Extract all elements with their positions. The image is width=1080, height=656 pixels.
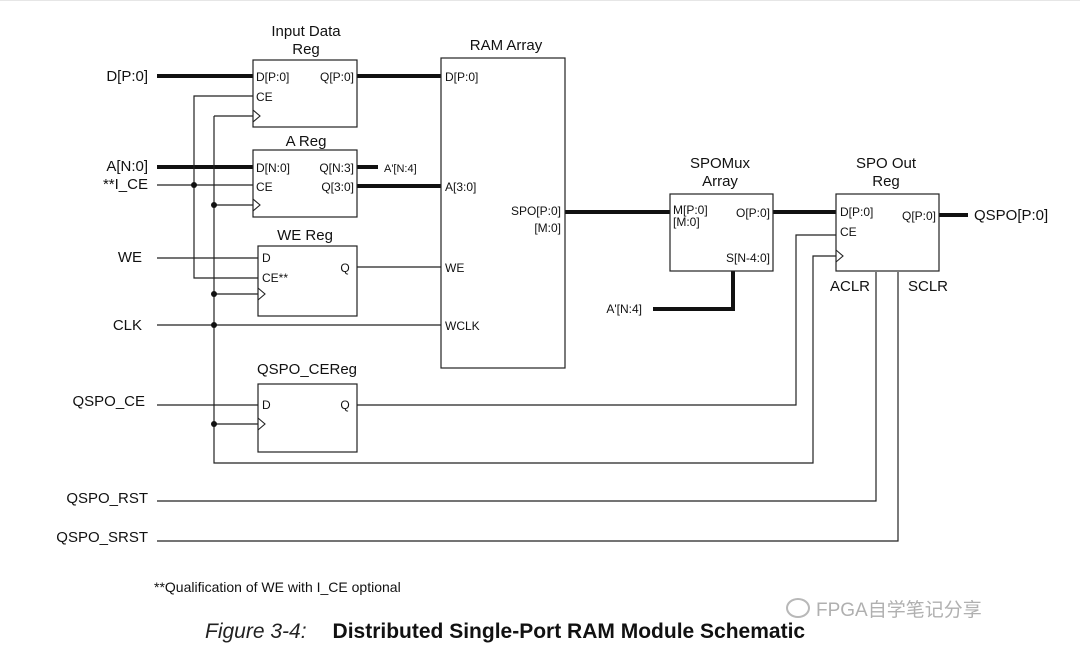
footnote: **Qualification of WE with I_CE optional xyxy=(154,579,401,595)
pin-q-hi: Q[N:3] xyxy=(319,161,354,175)
input-clk-label: CLK xyxy=(113,317,142,334)
input-ice-label: **I_CE xyxy=(103,176,148,193)
output-qspo-label: QSPO[P:0] xyxy=(974,207,1048,224)
junction-dots xyxy=(191,182,217,427)
pin-ce: CE xyxy=(256,180,273,194)
qspo-cereg-title: QSPO_CEReg xyxy=(257,361,357,378)
signal-wires xyxy=(157,95,899,542)
block-qspo-cereg: QSPO_CEReg D Q xyxy=(257,361,358,453)
pin-m: [M:0] xyxy=(534,221,561,235)
pin-q: Q[P:0] xyxy=(902,209,936,223)
block-spo-out-reg: SPO Out Reg D[P:0] Q[P:0] CE ACLR SCLR xyxy=(830,155,948,295)
input-data-reg-title-2: Reg xyxy=(292,41,320,58)
bus-a-prime-to-mux xyxy=(653,271,735,311)
wire-cereg-to-out-ce xyxy=(357,234,836,406)
pin-d: D[P:0] xyxy=(840,205,873,219)
pin-q: Q xyxy=(340,261,349,275)
junction-dot xyxy=(211,202,217,208)
pin-m1: M[P:0] xyxy=(673,203,708,217)
block-spomux-array: SPOMux Array M[P:0] [M:0] O[P:0] S[N-4:0… xyxy=(669,155,774,272)
pin-d: D xyxy=(262,251,271,265)
spomux-box xyxy=(669,193,774,272)
pin-q: Q[P:0] xyxy=(320,70,354,84)
pin-ce: CE xyxy=(256,90,273,104)
junction-dot xyxy=(211,291,217,297)
a-reg-title: A Reg xyxy=(286,133,327,150)
junction-dot xyxy=(211,421,217,427)
wire-qspo-srst xyxy=(157,272,899,542)
clock-triangle-icon xyxy=(252,109,261,123)
ram-array-title: RAM Array xyxy=(470,37,543,54)
a-prime-output-label: A'[N:4] xyxy=(384,163,417,175)
pin-d: D[P:0] xyxy=(445,70,478,84)
wire-qspo-rst xyxy=(157,272,877,502)
clock-triangle-icon xyxy=(257,287,266,301)
block-input-data-reg: Input Data Reg D[P:0] Q[P:0] CE xyxy=(252,23,358,128)
wechat-icon xyxy=(786,598,810,618)
spomux-title-1: SPOMux xyxy=(690,155,751,172)
figure-title: Distributed Single-Port RAM Module Schem… xyxy=(332,620,806,643)
signal-labels: D[P:0] A[N:0] **I_CE WE CLK QSPO_CE QSPO… xyxy=(56,68,1048,546)
pin-sclr: SCLR xyxy=(908,278,948,295)
bus-wires xyxy=(157,74,968,311)
pin-s: S[N-4:0] xyxy=(726,251,770,265)
input-qspo-srst-label: QSPO_SRST xyxy=(56,529,148,546)
clock-triangle-icon xyxy=(835,249,844,263)
pin-a: A[3:0] xyxy=(445,180,476,194)
we-reg-box xyxy=(257,245,358,317)
clock-triangle-icon xyxy=(252,198,261,212)
pin-ce: CE xyxy=(840,225,857,239)
input-d-label: D[P:0] xyxy=(106,68,148,85)
input-a-label: A[N:0] xyxy=(106,158,148,175)
figure-caption: Figure 3-4: Distributed Single-Port RAM M… xyxy=(205,620,805,644)
pin-wclk: WCLK xyxy=(445,319,480,333)
spo-out-reg-title-2: Reg xyxy=(872,173,900,190)
input-we-label: WE xyxy=(118,249,142,266)
pin-d: D[N:0] xyxy=(256,161,290,175)
qspo-cereg-box xyxy=(257,383,358,453)
block-ram-array: RAM Array D[P:0] A[3:0] SPO[P:0] [M:0] W… xyxy=(440,37,566,369)
junction-dot xyxy=(191,182,197,188)
pin-ce: CE** xyxy=(262,271,288,285)
junction-dot xyxy=(211,322,217,328)
spomux-title-2: Array xyxy=(702,173,738,190)
pin-m2: [M:0] xyxy=(673,215,700,229)
input-qspo-ce-label: QSPO_CE xyxy=(72,393,145,410)
pin-we: WE xyxy=(445,261,464,275)
input-data-reg-title-1: Input Data xyxy=(271,23,341,40)
a-prime-input-label: A'[N:4] xyxy=(606,302,642,316)
figure-number: Figure 3-4: xyxy=(205,620,307,643)
top-border-line xyxy=(0,0,1080,1)
spo-out-reg-box xyxy=(835,193,940,272)
wire-ice-to-input-ce xyxy=(193,95,253,185)
pin-spo: SPO[P:0] xyxy=(511,204,561,218)
pin-d: D xyxy=(262,398,271,412)
wire-clk-trunk xyxy=(213,116,836,464)
spo-out-reg-title-1: SPO Out xyxy=(856,155,917,172)
we-reg-title: WE Reg xyxy=(277,227,333,244)
watermark-text: FPGA自学笔记分享 xyxy=(816,600,982,621)
pin-o: O[P:0] xyxy=(736,206,770,220)
block-a-reg: A Reg D[N:0] Q[N:3] Q[3:0] CE A'[N:4] xyxy=(252,133,417,218)
input-qspo-rst-label: QSPO_RST xyxy=(66,490,148,507)
pin-d: D[P:0] xyxy=(256,70,289,84)
block-we-reg: WE Reg D CE** Q xyxy=(257,227,358,317)
input-data-reg-box xyxy=(252,59,358,128)
ram-array-box xyxy=(440,57,566,369)
pin-q: Q xyxy=(340,398,349,412)
a-reg-box xyxy=(252,149,358,218)
wire-ice-to-we-ce xyxy=(193,185,258,279)
pin-q-lo: Q[3:0] xyxy=(321,180,354,194)
pin-aclr: ACLR xyxy=(830,278,870,295)
clock-triangle-icon xyxy=(257,417,266,431)
watermark: FPGA自学笔记分享 xyxy=(786,595,982,622)
